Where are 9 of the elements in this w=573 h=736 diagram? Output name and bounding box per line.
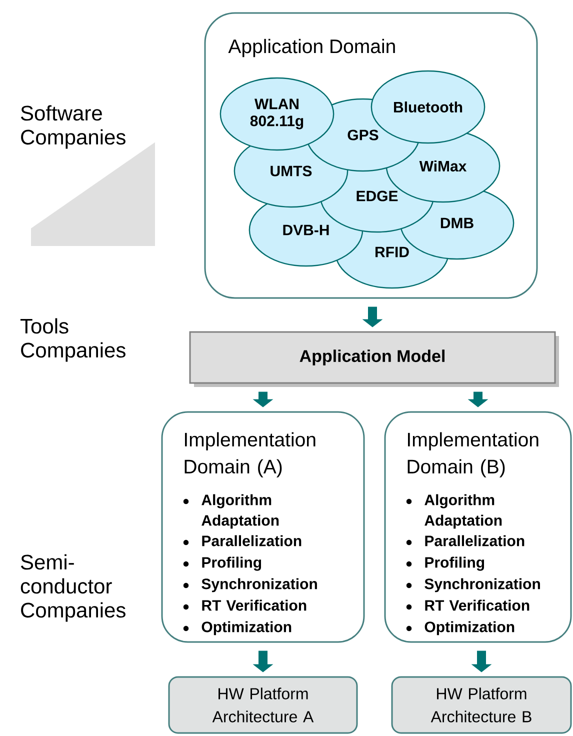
platform-box: HW Platform Architecture A	[168, 676, 358, 734]
domain-box: Implementation Domain (B) Algorithm Adaptation Parallelization Profiling Synchronization RT Verification Optimization	[384, 411, 572, 643]
band-chevron: Software Companies	[20, 105, 155, 246]
node-label: Software	[20, 105, 102, 121]
domain-box: Implementation Domain (A) Algorithm Adaptation Parallelization Profiling Synchronization RT Verification Optimization	[161, 411, 365, 643]
band-chevron: Semi- conductor Companies	[20, 554, 126, 622]
model-box: Application Model	[189, 331, 559, 387]
band-chevron: Tools Companies	[20, 318, 126, 362]
platform-box: HW Platform Architecture B	[391, 676, 572, 734]
